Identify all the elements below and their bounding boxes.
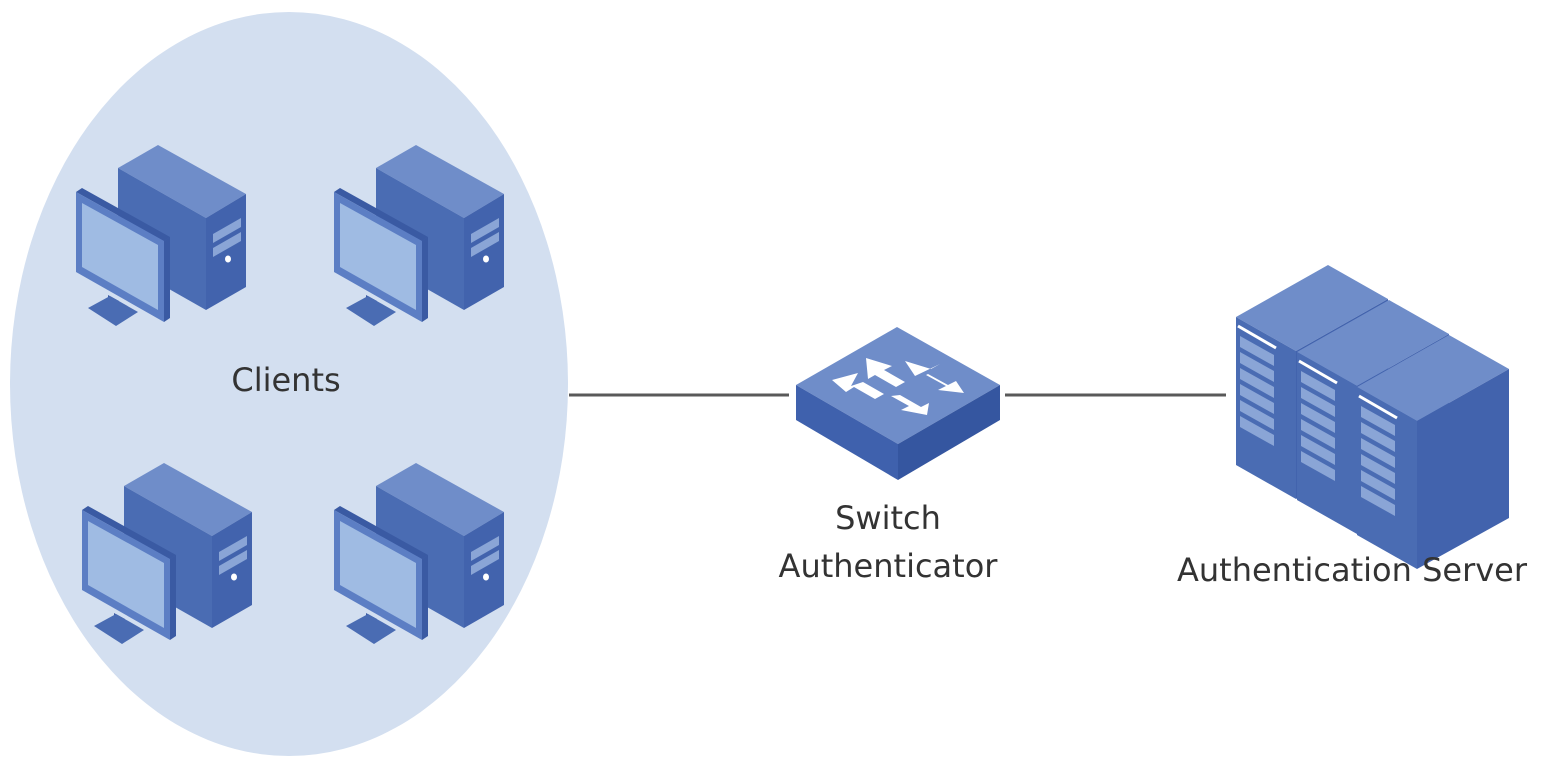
authentication-server-label: Authentication Server [1176, 551, 1527, 589]
switch-label-line1: Switch [835, 499, 941, 537]
server-rack-icon[interactable] [1234, 263, 1511, 571]
switch-label-line2: Authenticator [778, 547, 998, 585]
clients-label: Clients [231, 361, 341, 399]
network-switch-icon[interactable] [796, 327, 1000, 480]
switch-authenticator-label: Switch Authenticator [728, 494, 1048, 590]
